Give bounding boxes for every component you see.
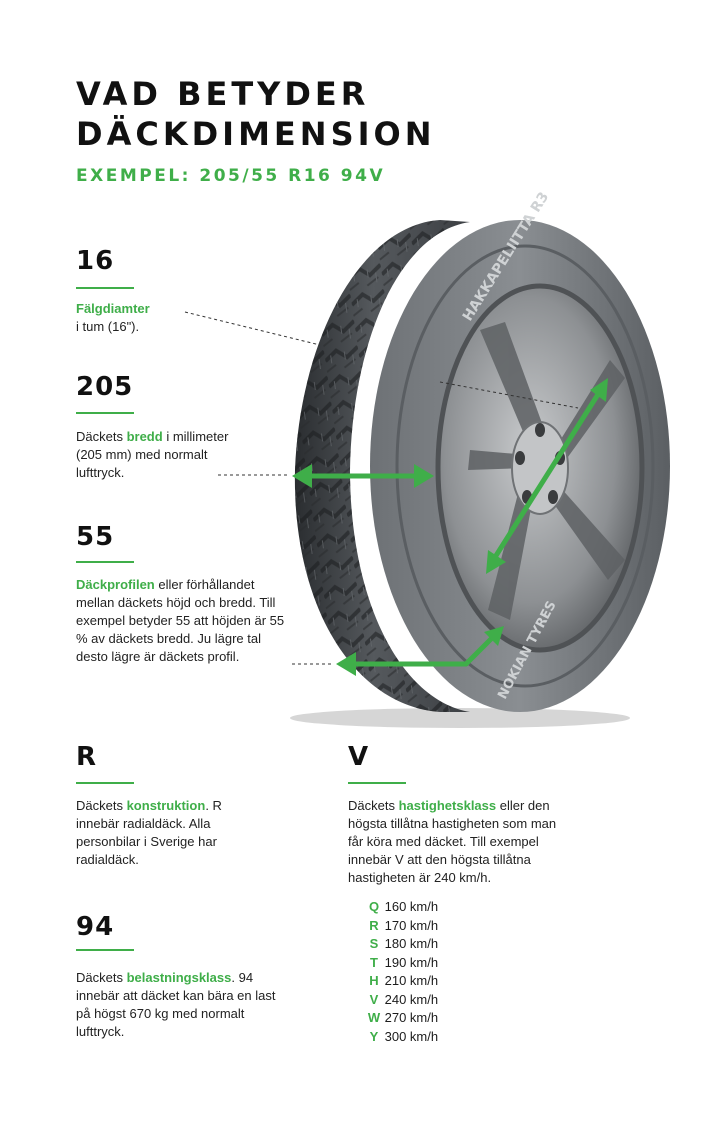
profile-description: Däckprofilen eller förhållandet mellan d… [76, 576, 288, 666]
load-rule [76, 949, 134, 951]
construction-number: R [76, 742, 98, 772]
rim-text: i tum (16"). [76, 319, 140, 334]
load-number: 94 [76, 912, 115, 942]
speed-row: R 170 km/h [367, 917, 438, 936]
tyre-shadow [290, 708, 630, 728]
speed-letter: Q [368, 899, 380, 914]
profile-text: eller förhållandet mellan däckets höjd o… [76, 577, 285, 664]
speed-value: 160 km/h [384, 899, 439, 914]
speed-letter: V [369, 991, 379, 1007]
width-rule [76, 412, 134, 414]
speed-row: Y 300 km/h [367, 1028, 438, 1047]
speed-rule [348, 782, 406, 784]
speed-class-table: Q 160 km/h R 170 km/h S 180 km/h T 190 k… [367, 898, 438, 1046]
speed-letter: Y [369, 1028, 379, 1044]
speed-row: S 180 km/h [367, 935, 438, 954]
title-line-2: DÄCKDIMENSION [76, 115, 436, 153]
speed-row: W 270 km/h [367, 1009, 438, 1028]
speed-label: hastighetsklass [398, 798, 497, 813]
lug-nuts [515, 423, 565, 504]
load-pre: Däckets [76, 970, 127, 985]
tread-pattern [294, 220, 470, 712]
load-description: Däckets belastningsklass. 94 innebär att… [76, 969, 276, 1041]
speed-value: 170 km/h [384, 917, 439, 933]
speed-letter: T [370, 954, 378, 970]
page-title: VAD BETYDER DÄCKDIMENSION [76, 74, 436, 154]
speed-pre: Däckets [348, 798, 399, 813]
speed-row: T 190 km/h [367, 954, 438, 973]
profile-label: Däckprofilen [76, 577, 155, 592]
speed-row: V 240 km/h [367, 991, 438, 1010]
speed-value: 240 km/h [384, 991, 439, 1007]
speed-row: Q 160 km/h [367, 898, 438, 917]
load-text: . 94 innebär att däcket kan bära en last… [76, 970, 276, 1039]
width-description: Däckets bredd i millimeter (205 mm) med … [76, 428, 241, 482]
construction-pre: Däckets [76, 798, 127, 813]
rim-description: Fälgdiamter i tum (16"). [76, 300, 256, 336]
speed-letter: S [369, 936, 379, 951]
speed-letter: W [367, 1010, 381, 1025]
diameter-arrow [489, 385, 605, 565]
rim-label: Fälgdiamter [76, 301, 150, 316]
example-subtitle: EXEMPEL: 205/55 R16 94V [76, 166, 386, 186]
construction-rule [76, 782, 134, 784]
speed-value: 270 km/h [384, 1010, 439, 1025]
width-text: i millimeter (205 mm) med normalt lufttr… [76, 429, 229, 480]
dimension-arrows [292, 378, 608, 676]
sidewall-inner-ring [395, 244, 655, 688]
construction-description: Däckets konstruktion. R innebär radialdä… [76, 797, 241, 869]
speed-value: 210 km/h [384, 973, 439, 988]
rim-rule [76, 287, 134, 289]
speed-number: V [348, 742, 370, 772]
speed-description: Däckets hastighetsklass eller den högsta… [348, 797, 573, 887]
width-label: bredd [126, 429, 163, 444]
speed-value: 180 km/h [384, 936, 439, 951]
speed-text: eller den högsta tillåtna hastigheten so… [348, 798, 557, 885]
profile-rule [76, 561, 134, 563]
rim-number: 16 [76, 246, 115, 276]
profile-number: 55 [76, 522, 115, 552]
speed-value: 190 km/h [384, 954, 439, 970]
speed-letter: R [369, 917, 379, 933]
rim-lip [435, 283, 645, 653]
title-line-1: VAD BETYDER [76, 75, 370, 113]
construction-text: . R innebär radialdäck. Alla personbilar… [76, 798, 222, 867]
load-label: belastningsklass [126, 970, 232, 985]
construction-label: konstruktion [126, 798, 206, 813]
leader-lines [184, 311, 579, 665]
leader-rim [184, 311, 321, 346]
speed-value: 300 km/h [384, 1028, 439, 1044]
speed-row: H 210 km/h [367, 972, 438, 991]
speed-letter: H [369, 973, 379, 988]
width-number: 205 [76, 372, 134, 402]
width-pre: Däckets [76, 429, 127, 444]
